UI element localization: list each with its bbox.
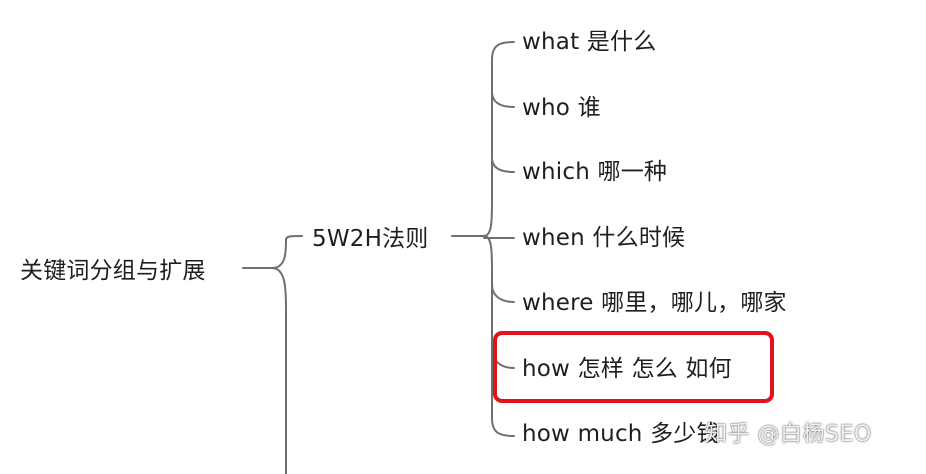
- leaf-tick-where: [491, 284, 515, 303]
- root-branch-curve: [271, 235, 303, 269]
- leaf-bracket-bottom: [483, 235, 515, 437]
- leaf-node-how[interactable]: how 怎样 怎么 如何: [522, 356, 732, 382]
- leaf-tick-how: [491, 349, 515, 369]
- leaf-node-what[interactable]: what 是什么: [522, 29, 657, 55]
- leaf-node-who[interactable]: who 谁: [522, 95, 601, 121]
- root-trunk-down: [271, 267, 287, 474]
- leaf-node-which[interactable]: which 哪一种: [522, 159, 668, 185]
- leaf-bracket-top: [483, 41, 515, 237]
- branch-node-5w2h[interactable]: 5W2H法则: [312, 226, 429, 252]
- leaf-node-how-much[interactable]: how much 多少钱: [522, 421, 720, 447]
- highlight-box: [493, 331, 774, 403]
- leaf-node-where[interactable]: where 哪里，哪儿，哪家: [522, 290, 787, 316]
- leaf-tick-who: [491, 91, 515, 108]
- leaf-node-when[interactable]: when 什么时候: [522, 225, 686, 251]
- root-node[interactable]: 关键词分组与扩展: [20, 258, 206, 284]
- leaf-tick-which: [491, 157, 515, 173]
- watermark-text: 知乎 @白杨SEO: [705, 422, 872, 447]
